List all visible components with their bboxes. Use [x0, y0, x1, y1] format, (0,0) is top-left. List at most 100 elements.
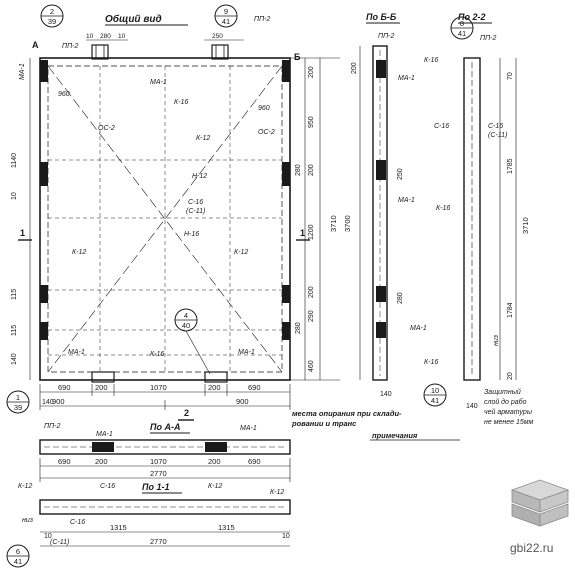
dim-11-1315-left: 1315	[110, 523, 127, 532]
dim-plan-r-1200: 1200	[308, 224, 315, 240]
label-k12-left: К-12	[72, 249, 86, 256]
callout-2-39: 2 39	[40, 4, 64, 28]
section-11-label-k12-mid: К-12	[208, 483, 222, 490]
dim-plan-r-290: 290	[308, 310, 315, 322]
section-mark-1-left: 1	[20, 228, 25, 238]
note-support-line2: ровании и транс	[291, 419, 357, 428]
diagonal-brace-b	[47, 65, 283, 373]
label-c11-center: (С-11)	[186, 208, 205, 215]
lifting-loop-right	[211, 44, 229, 60]
dim-plan-200-right: 200	[208, 383, 221, 392]
label-960-right: 960	[258, 105, 270, 112]
dim-22-1785: 1785	[507, 158, 514, 174]
section-22-label-c11: (С-11)	[488, 132, 507, 139]
callout-8-bottom: 41	[458, 29, 466, 38]
label-c16-center: С-16	[188, 199, 203, 206]
section-bb-label-ma1-low: МА-1	[410, 325, 427, 332]
dim-plan-r-460: 460	[308, 360, 315, 372]
callout-6-top: 6	[16, 547, 20, 556]
dim-plan-690-right: 690	[248, 383, 261, 392]
dim-plan-690-left: 690	[58, 383, 71, 392]
dim-aa-690-left: 690	[58, 457, 71, 466]
section-11-label-c11: (С-11)	[50, 539, 69, 546]
label-h12: Н-12	[192, 173, 207, 180]
section-22-label-c16-left: С-16	[434, 123, 449, 130]
dim-aa-2770: 2770	[150, 469, 167, 478]
label-k12-right: К-12	[234, 249, 248, 256]
dim-plan-height-3710: 3710	[329, 215, 338, 232]
section-22-label-k16-top: К-16	[424, 57, 438, 64]
section-aa-title: По А-А	[150, 422, 180, 432]
dim-plan-height-3700: 3700	[343, 215, 352, 232]
callout-1-bottom: 39	[14, 403, 22, 412]
section-11-label-k12-left: К-12	[18, 483, 32, 490]
section-mark-a: А	[32, 40, 39, 50]
section-aa-label-ma1-right: МА-1	[240, 425, 257, 432]
dim-plan-1070: 1070	[150, 383, 167, 392]
section-22-title: По 2-2	[458, 12, 485, 22]
section-22-label-c16-right: С-16	[488, 123, 503, 130]
dim-aa-200-right: 200	[208, 457, 221, 466]
support-pad-right	[204, 371, 228, 383]
general-view: Общий вид	[18, 13, 310, 421]
label-k16-bottom: К-16	[150, 351, 164, 358]
dim-aa-690-right: 690	[248, 457, 261, 466]
callouts: 2 39 9 41 8 41 4 40 1 39	[6, 4, 474, 568]
note-right-line3: чей арматуры	[484, 408, 533, 416]
embed-plate-mid-left	[40, 162, 48, 186]
dim-22-20: 20	[507, 372, 514, 380]
section-22-label-k16-mid: К-16	[436, 205, 450, 212]
embed-plate-top-left	[40, 60, 48, 82]
section-aa-profile	[39, 439, 291, 455]
section-bb-title: По Б-Б	[366, 12, 397, 22]
label-k16-top: К-16	[174, 99, 188, 106]
section-22-label-niz: низ	[493, 334, 500, 346]
panel-outline	[39, 57, 291, 381]
dim-bb-140: 140	[380, 391, 392, 398]
embed-plate-bottom-right	[282, 322, 290, 340]
label-k12-upper: К-12	[196, 135, 210, 142]
section-11-title: По 1-1	[142, 482, 169, 492]
dim-22-70: 70	[507, 72, 514, 80]
dim-plan-200-left: 200	[95, 383, 108, 392]
dim-plan-l-115a: 115	[11, 289, 18, 300]
dim-plan-r-200b: 200	[308, 164, 315, 176]
label-ma1-top: МА-1	[150, 79, 167, 86]
section-22: По 2-2 ПП-2 К-16 С-16 С-16 (С-11) К-16 К…	[424, 12, 530, 410]
section-mark-2: 2	[184, 408, 189, 418]
dim-plan-top-10a: 10	[86, 33, 94, 40]
protective-layer-note: Защитный слой до рабо чей арматуры не ме…	[484, 388, 534, 426]
section-aa-plate-right	[205, 442, 227, 452]
label-h16-center: Н-16	[184, 231, 199, 238]
embed-plate-low-right	[282, 285, 290, 303]
section-mark-b: Б	[294, 52, 301, 62]
note-remarks: примечания	[372, 431, 418, 440]
dim-plan-r-280b: 280	[295, 322, 302, 334]
section-11: По 1-1 К-12 С-16 К-12 К-12 С-16 низ 1315…	[18, 482, 291, 547]
dim-11-10-left: 10	[44, 533, 52, 540]
callout-10-41: 10 41	[423, 383, 447, 407]
section-bb: По Б-Б ПП-2 МА-1 МА-1 МА-1 200 250 280 1…	[351, 12, 427, 398]
embed-plate-mid-right	[282, 162, 290, 186]
dim-bb-280: 280	[397, 292, 404, 304]
section-bb-plate-low	[376, 286, 386, 302]
dim-11-2770: 2770	[150, 537, 167, 546]
section-11-label-niz: низ	[22, 517, 34, 524]
label-ma1-bottom-left: МА-1	[68, 349, 85, 356]
general-view-title: Общий вид	[105, 13, 162, 25]
callout-1-top: 1	[16, 393, 20, 402]
dim-aa-200-left: 200	[95, 457, 108, 466]
watermark-text: gbi22.ru	[510, 541, 553, 555]
label-ma1-bottom-right: МА-1	[238, 349, 255, 356]
support-note: места опирания при склади- ровании и тра…	[291, 409, 460, 441]
callout-2-top: 2	[50, 7, 54, 16]
diagonal-brace-a	[47, 65, 283, 373]
section-bb-label-ma1-mid: МА-1	[398, 197, 415, 204]
dim-22-140: 140	[466, 403, 478, 410]
section-bb-label-pp2: ПП-2	[378, 33, 394, 40]
dim-plan-top-10b: 10	[118, 33, 126, 40]
label-pp2-right: ПП-2	[254, 16, 270, 23]
callout-1-39: 1 39	[6, 390, 30, 414]
label-oc2-left: ОС-2	[98, 125, 115, 132]
